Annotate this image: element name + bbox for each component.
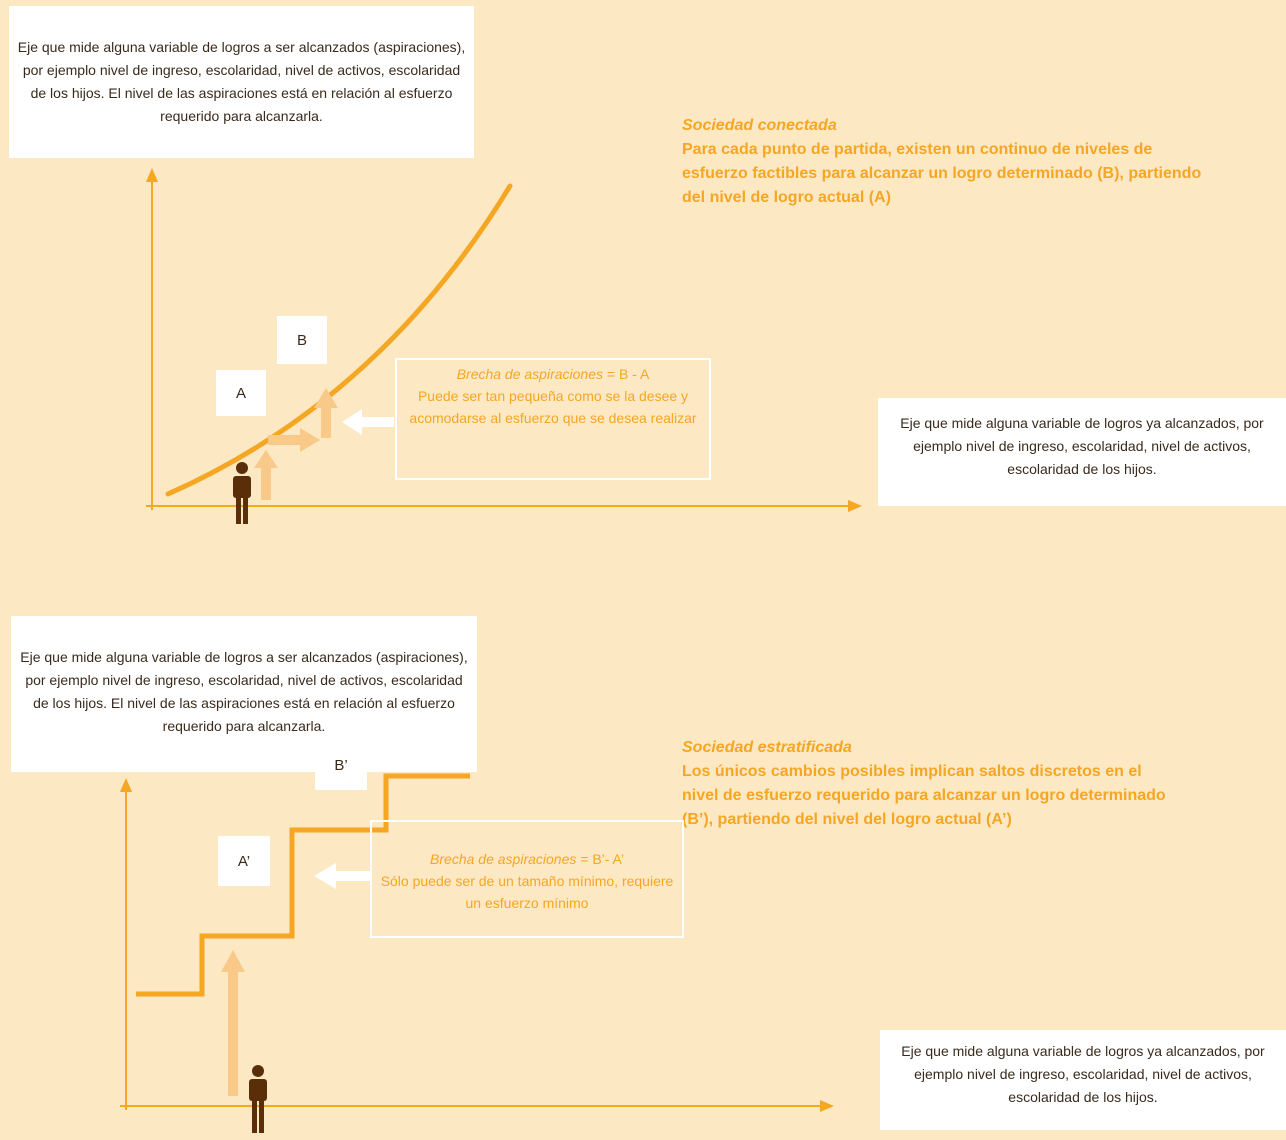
x-axis-description: Eje que mide alguna variable de logros y… [878, 398, 1286, 506]
y-axis [146, 168, 158, 510]
label-a: A [216, 370, 266, 416]
y-axis-description: Eje que mide alguna variable de logros a… [11, 616, 477, 772]
x-axis [146, 500, 862, 512]
x-axis-description: Eje que mide alguna variable de logros y… [880, 1030, 1286, 1130]
stratified-diagram [120, 773, 834, 1133]
aspiration-gap-callout: Brecha de aspiraciones = B - A Puede ser… [395, 358, 711, 480]
callout-explanation: Puede ser tan pequeña como se la desee y… [409, 388, 697, 426]
effort-up-arrow-2 [314, 388, 338, 438]
person-icon [233, 462, 251, 524]
connected-heading: Sociedad conectada Para cada punto de pa… [682, 114, 1202, 210]
stratified-title: Sociedad estratificada [682, 739, 852, 756]
effort-right-arrow [268, 428, 320, 452]
connected-description: Para cada punto de partida, existen un c… [682, 141, 1202, 206]
callout-explanation: Sólo puede ser de un tamaño mínimo, requ… [380, 873, 674, 911]
aspiration-curve [165, 183, 513, 497]
stratified-society-panel: Eje que mide alguna variable de logros a… [0, 580, 1286, 1140]
label-b-prime: B’ [315, 740, 367, 790]
connected-diagram [146, 168, 862, 524]
callout-formula: = B’- A’ [576, 851, 624, 867]
label-b: B [277, 316, 327, 364]
callout-term: Brecha de aspiraciones [430, 851, 577, 867]
effort-up-arrow [221, 950, 245, 1096]
aspiration-gap-callout: Brecha de aspiraciones = B’- A’ Sólo pue… [370, 820, 684, 938]
connected-title: Sociedad conectada [682, 117, 837, 134]
label-a-prime: A’ [218, 836, 270, 886]
callout-pointer-arrow [314, 863, 370, 889]
person-icon [249, 1065, 267, 1133]
callout-term: Brecha de aspiraciones [456, 366, 603, 382]
callout-pointer-arrow [342, 409, 394, 435]
connected-society-panel: Eje que mide alguna variable de logros a… [0, 0, 1286, 560]
y-axis [120, 778, 132, 1110]
stratified-description: Los únicos cambios posibles implican sal… [682, 763, 1166, 828]
x-axis [120, 1100, 834, 1112]
effort-up-arrow [254, 450, 278, 500]
callout-formula: = B - A [603, 366, 650, 382]
step-curve [136, 773, 470, 997]
stratified-heading: Sociedad estratificada Los únicos cambio… [682, 736, 1172, 832]
y-axis-description: Eje que mide alguna variable de logros a… [9, 6, 474, 158]
